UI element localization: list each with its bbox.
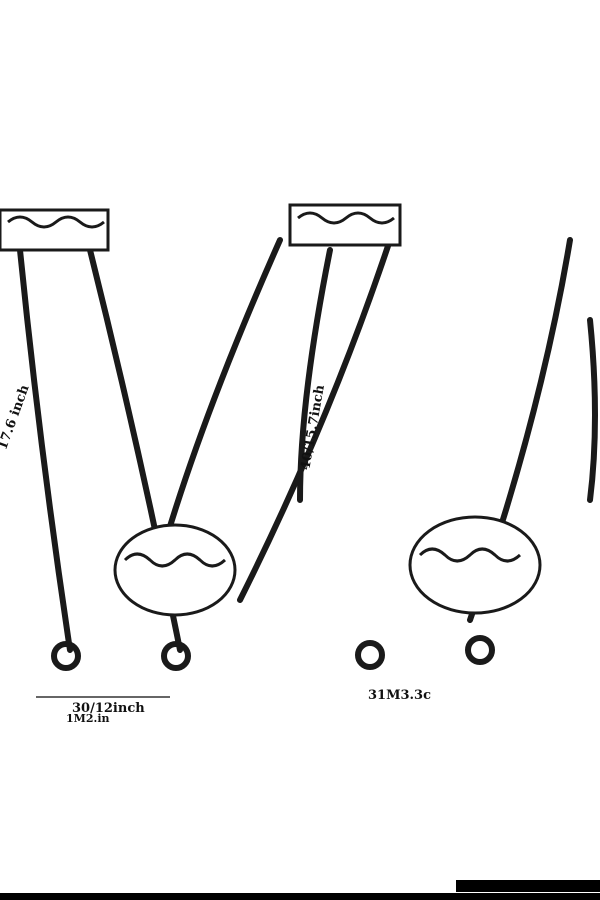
foot-scroll: [51, 641, 81, 671]
top-tray: [288, 203, 402, 247]
width-label-left: 30/12inch: [72, 701, 145, 716]
stand-leg: [237, 237, 393, 603]
bottom-bar: [0, 893, 600, 900]
foot-scroll: [465, 635, 495, 665]
stand-leg: [587, 317, 598, 503]
foot-scroll: [355, 640, 385, 670]
planter-basket: [113, 523, 237, 617]
foot-scroll: [161, 641, 191, 671]
stand-leg: [157, 237, 283, 563]
planter-basket: [408, 515, 542, 615]
width-label-right: 31M3.3c: [368, 688, 432, 703]
corner-bar: [456, 880, 600, 892]
stand-leg: [297, 247, 333, 503]
stand-leg: [17, 247, 73, 653]
width-metric-label-left: 1M2.in: [66, 712, 110, 725]
